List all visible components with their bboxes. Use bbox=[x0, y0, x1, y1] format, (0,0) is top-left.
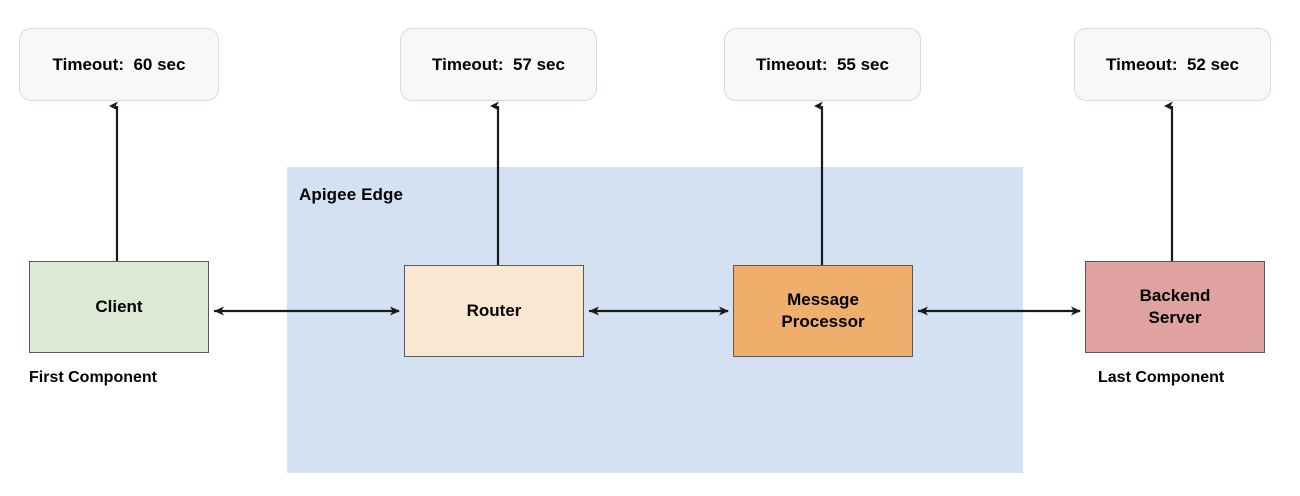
timeout-label-backend-server: Timeout: 52 sec bbox=[1106, 54, 1239, 74]
component-label-client: Client bbox=[95, 297, 143, 317]
apigee-edge-label: Apigee Edge bbox=[299, 185, 404, 204]
timeout-label-router: Timeout: 57 sec bbox=[432, 54, 565, 74]
timeout-box-backend-server: Timeout: 52 sec bbox=[1074, 28, 1271, 101]
component-box-router: Router bbox=[404, 265, 584, 357]
component-box-client: Client bbox=[29, 261, 209, 353]
component-box-message-processor: Message Processor bbox=[733, 265, 913, 357]
timeout-box-router: Timeout: 57 sec bbox=[400, 28, 597, 101]
timeout-label-client: Timeout: 60 sec bbox=[52, 54, 186, 74]
caption-last-component: Last Component bbox=[1098, 369, 1225, 386]
component-label-backend-server: Backend Server bbox=[1140, 285, 1211, 329]
timeout-label-message-processor: Timeout: 55 sec bbox=[756, 54, 889, 74]
timeout-box-message-processor: Timeout: 55 sec bbox=[724, 28, 921, 101]
component-label-backend-server-line1: Backend bbox=[1139, 286, 1211, 306]
component-box-backend-server: Backend Server bbox=[1085, 261, 1265, 353]
timeout-box-client: Timeout: 60 sec bbox=[19, 28, 219, 101]
component-label-backend-server-line2: Server bbox=[1148, 308, 1202, 327]
component-label-message-processor-line1: Message bbox=[787, 290, 859, 310]
component-label-router: Router bbox=[466, 301, 522, 321]
component-label-message-processor-line2: Processor bbox=[781, 312, 865, 331]
caption-first-component: First Component bbox=[29, 369, 157, 386]
component-label-message-processor: Message Processor bbox=[781, 289, 864, 333]
